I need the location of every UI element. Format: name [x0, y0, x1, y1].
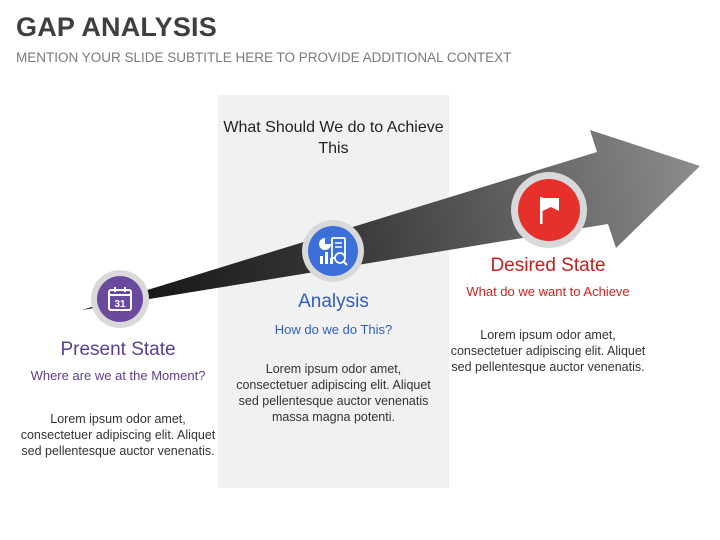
slide-subtitle: MENTION YOUR SLIDE SUBTITLE HERE TO PROV…: [16, 50, 512, 65]
calendar-day: 31: [114, 299, 126, 310]
middle-question: What Should We do to Achieve This: [223, 119, 444, 157]
arrow-shape: [82, 130, 700, 310]
present-state-title: Present State: [60, 339, 176, 360]
desired-state-title: Desired State: [490, 255, 606, 276]
present-state-body: Lorem ipsum odor amet, consectetuer adip…: [20, 412, 216, 458]
present-state-question: Where are we at the Moment?: [30, 368, 206, 383]
present-state-badge: 31: [91, 270, 149, 328]
calendar-icon: 31: [108, 287, 132, 311]
slide-title: GAP ANALYSIS: [16, 12, 217, 42]
desired-state-body: Lorem ipsum odor amet, consectetuer adip…: [450, 328, 646, 374]
desired-state-badge: [511, 172, 587, 248]
analysis-body: Lorem ipsum odor amet, consectetuer adip…: [236, 362, 431, 424]
flag-icon: [540, 197, 559, 224]
analysis-title: Analysis: [298, 291, 369, 312]
analysis-question: How do we do This?: [274, 322, 393, 337]
middle-panel: [218, 95, 449, 488]
desired-state-question: What do we want to Achieve: [466, 284, 630, 299]
analysis-badge: [302, 220, 364, 282]
report-analysis-icon: [319, 237, 348, 266]
